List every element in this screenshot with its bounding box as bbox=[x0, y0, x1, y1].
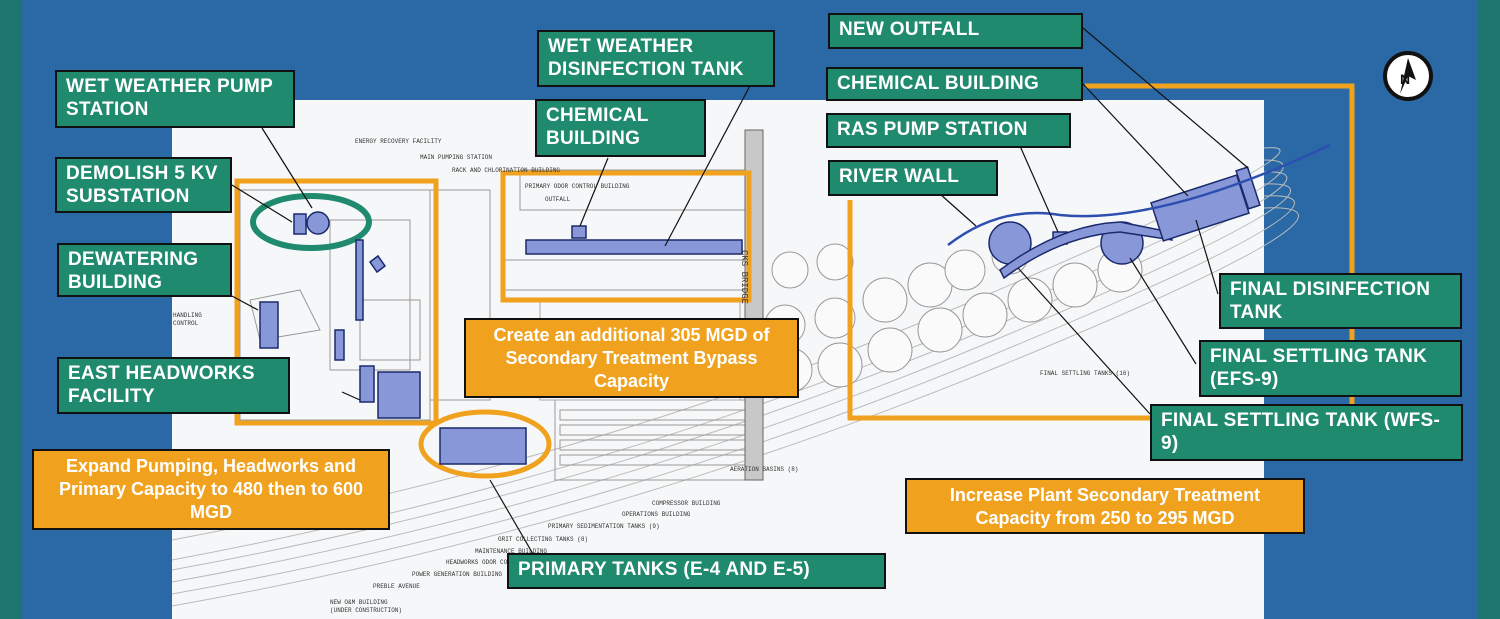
plan-text-outfall: OUTFALL bbox=[545, 196, 571, 203]
label-chemical-building-mid: CHEMICAL BUILDING bbox=[535, 99, 706, 157]
plan-text-handling: HANDLING bbox=[173, 312, 202, 319]
callout-bypass-capacity: Create an additional 305 MGD of Secondar… bbox=[464, 318, 799, 398]
plan-text-primary-sed: PRIMARY SEDIMENTATION TANKS (9) bbox=[548, 523, 660, 530]
substation-highlight-ring bbox=[250, 193, 372, 251]
new-facilities bbox=[259, 166, 1261, 465]
plan-text-under-construction: (UNDER CONSTRUCTION) bbox=[330, 607, 403, 614]
plan-text-aeration-basins: AERATION BASINS (8) bbox=[730, 466, 799, 473]
label-east-headworks: EAST HEADWORKS FACILITY bbox=[57, 357, 290, 414]
right-frame-band bbox=[1478, 0, 1500, 619]
label-dewatering-building: DEWATERING BUILDING bbox=[57, 243, 232, 297]
plan-text-rack-chlorination: RACK AND CHLORINATION BUILDING bbox=[452, 167, 561, 174]
label-river-wall: RIVER WALL bbox=[828, 160, 998, 196]
label-final-disinfection-tank: FINAL DISINFECTION TANK bbox=[1219, 273, 1462, 329]
plan-text-main-pumping: MAIN PUMPING STATION bbox=[420, 154, 493, 161]
river-wall-line bbox=[947, 143, 1331, 246]
north-arrow-icon: N bbox=[1383, 51, 1433, 101]
plan-text-primary-odor: PRIMARY ODOR CONTROL BUILDING bbox=[525, 183, 630, 190]
label-final-settling-efs9: FINAL SETTLING TANK (EFS-9) bbox=[1199, 340, 1462, 397]
label-new-outfall: NEW OUTFALL bbox=[828, 13, 1083, 49]
label-wet-weather-pump-station: WET WEATHER PUMP STATION bbox=[55, 70, 295, 128]
plan-text-final-settling-16: FINAL SETTLING TANKS (16) bbox=[1040, 370, 1131, 377]
callout-increase-secondary: Increase Plant Secondary Treatment Capac… bbox=[905, 478, 1305, 534]
plan-text-grit: GRIT COLLECTING TANKS (8) bbox=[498, 536, 589, 543]
plan-text-headworks-odor: HEADWORKS ODOR CO bbox=[446, 559, 508, 566]
plan-text-maintenance: MAINTENANCE BUILDING bbox=[475, 548, 548, 555]
label-wet-weather-disinfection: WET WEATHER DISINFECTION TANK bbox=[537, 30, 775, 87]
plan-text-compressor: COMPRESSOR BUILDING bbox=[652, 500, 721, 507]
plan-text-new-om: NEW O&M BUILDING bbox=[330, 599, 388, 606]
left-frame-band bbox=[0, 0, 22, 619]
svg-text:N: N bbox=[1400, 71, 1410, 87]
plan-text-power-gen: POWER GENERATION BUILDING bbox=[412, 571, 503, 578]
plan-text-energy-recovery: ENERGY RECOVERY FACILITY bbox=[355, 138, 442, 145]
label-primary-tanks: PRIMARY TANKS (E-4 AND E-5) bbox=[507, 553, 886, 589]
plan-text-control: CONTROL bbox=[173, 320, 199, 327]
callout-expand-pumping: Expand Pumping, Headworks and Primary Ca… bbox=[32, 449, 390, 530]
leader-lines bbox=[231, 27, 1249, 567]
primary-tanks-highlight-ring bbox=[418, 409, 552, 479]
label-demolish-substation: DEMOLISH 5 KV SUBSTATION bbox=[55, 157, 232, 213]
plan-text-operations: OPERATIONS BUILDING bbox=[622, 511, 691, 518]
label-ras-pump-station: RAS PUMP STATION bbox=[826, 113, 1071, 148]
plan-text-bridge: CKS BRIDGE bbox=[739, 250, 749, 305]
label-final-settling-wfs9: FINAL SETTLING TANK (WFS-9) bbox=[1150, 404, 1463, 461]
plan-text-preble: PREBLE AVENUE bbox=[373, 583, 420, 590]
existing-settling-tanks bbox=[764, 237, 1143, 393]
label-chemical-building-right: CHEMICAL BUILDING bbox=[826, 67, 1083, 101]
